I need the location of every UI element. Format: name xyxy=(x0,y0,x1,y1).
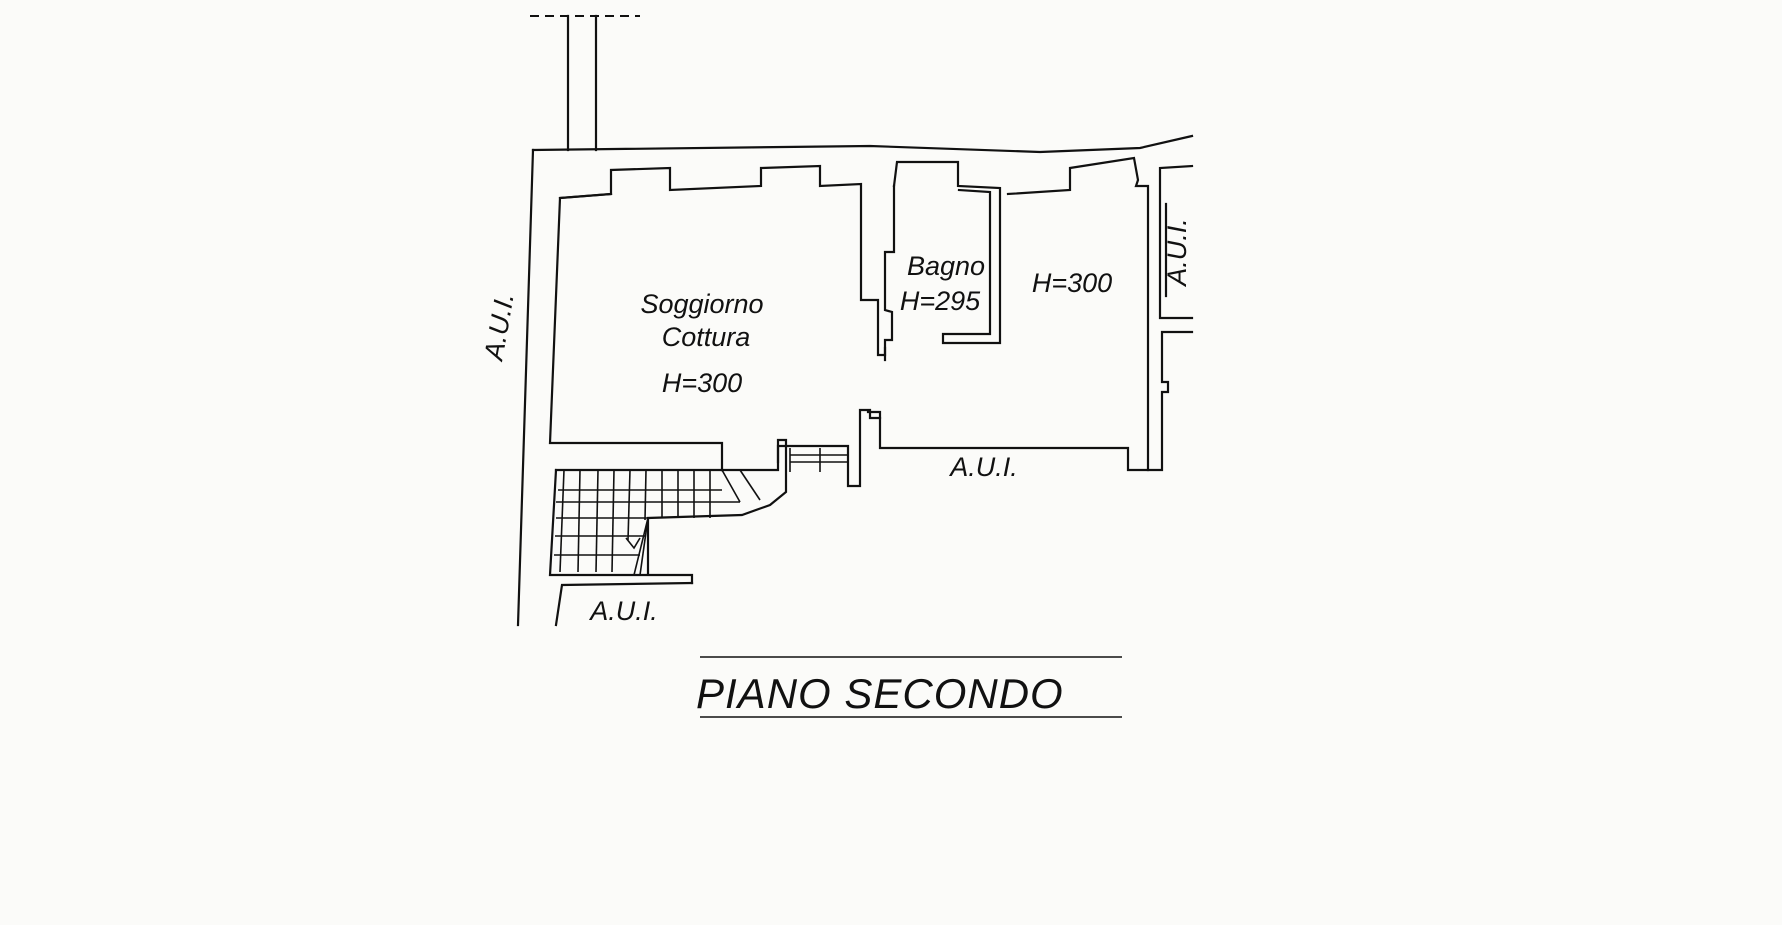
floor-title: PIANO SECONDO xyxy=(696,670,1064,717)
room-label-soggiorno: Soggiorno xyxy=(640,289,763,319)
room-height-camera: H=300 xyxy=(1032,268,1112,298)
outer-wall xyxy=(516,134,1194,627)
shaft xyxy=(566,14,598,152)
aui-label-right: A.U.I. xyxy=(1162,218,1192,288)
room-height-soggiorno: H=300 xyxy=(662,368,742,398)
right-room-walls xyxy=(776,156,1150,488)
door-opening xyxy=(789,448,848,472)
bathroom-walls xyxy=(883,160,1002,362)
neighbour-walls xyxy=(1146,164,1194,472)
room-label-bagno: Bagno xyxy=(907,251,985,281)
aui-label-middle: A.U.I. xyxy=(948,452,1018,482)
staircase xyxy=(548,438,788,585)
room-height-bagno: H=295 xyxy=(900,286,981,316)
aui-label-bottom: A.U.I. xyxy=(588,596,658,626)
neighbour-bottom xyxy=(554,581,694,627)
room-label-cottura: Cottura xyxy=(662,322,751,352)
aui-label-left: A.U.I. xyxy=(478,291,520,365)
